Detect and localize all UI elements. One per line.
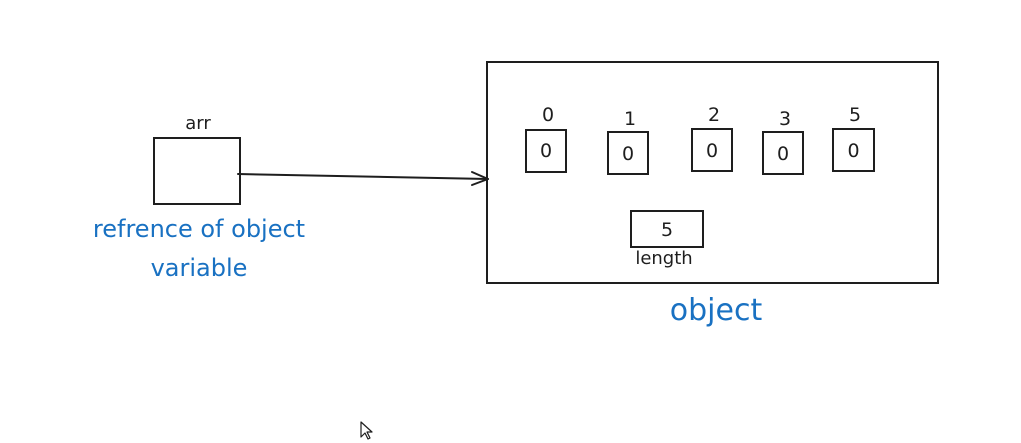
index-label: 3 (778, 108, 792, 130)
arrow-line (237, 173, 489, 180)
array-cell[interactable]: 0 (832, 128, 875, 172)
array-cell-value: 0 (705, 140, 719, 162)
length-value: 5 (660, 219, 674, 241)
index-label: 0 (541, 104, 555, 126)
index-label: 1 (623, 108, 637, 130)
index-label: 2 (707, 104, 721, 126)
array-cell[interactable]: 0 (762, 131, 804, 175)
reference-name-label: arr (185, 113, 211, 134)
index-label: 5 (848, 104, 862, 126)
mouse-cursor-icon (360, 421, 373, 440)
length-label: length (635, 248, 693, 269)
length-box[interactable]: 5 (630, 210, 704, 248)
object-caption: object (669, 293, 763, 328)
array-cell[interactable]: 0 (691, 128, 733, 172)
array-cell[interactable]: 0 (525, 129, 567, 173)
reference-variable-box[interactable] (153, 137, 241, 205)
array-cell[interactable]: 0 (607, 131, 649, 175)
array-cell-value: 0 (776, 143, 790, 165)
array-cell-value: 0 (539, 140, 553, 162)
array-cell-value: 0 (847, 140, 860, 162)
array-cell-value: 0 (621, 143, 635, 165)
reference-caption-line1: refrence of object (92, 215, 306, 243)
reference-caption-line2: variable (150, 254, 248, 282)
object-box[interactable] (486, 61, 939, 284)
